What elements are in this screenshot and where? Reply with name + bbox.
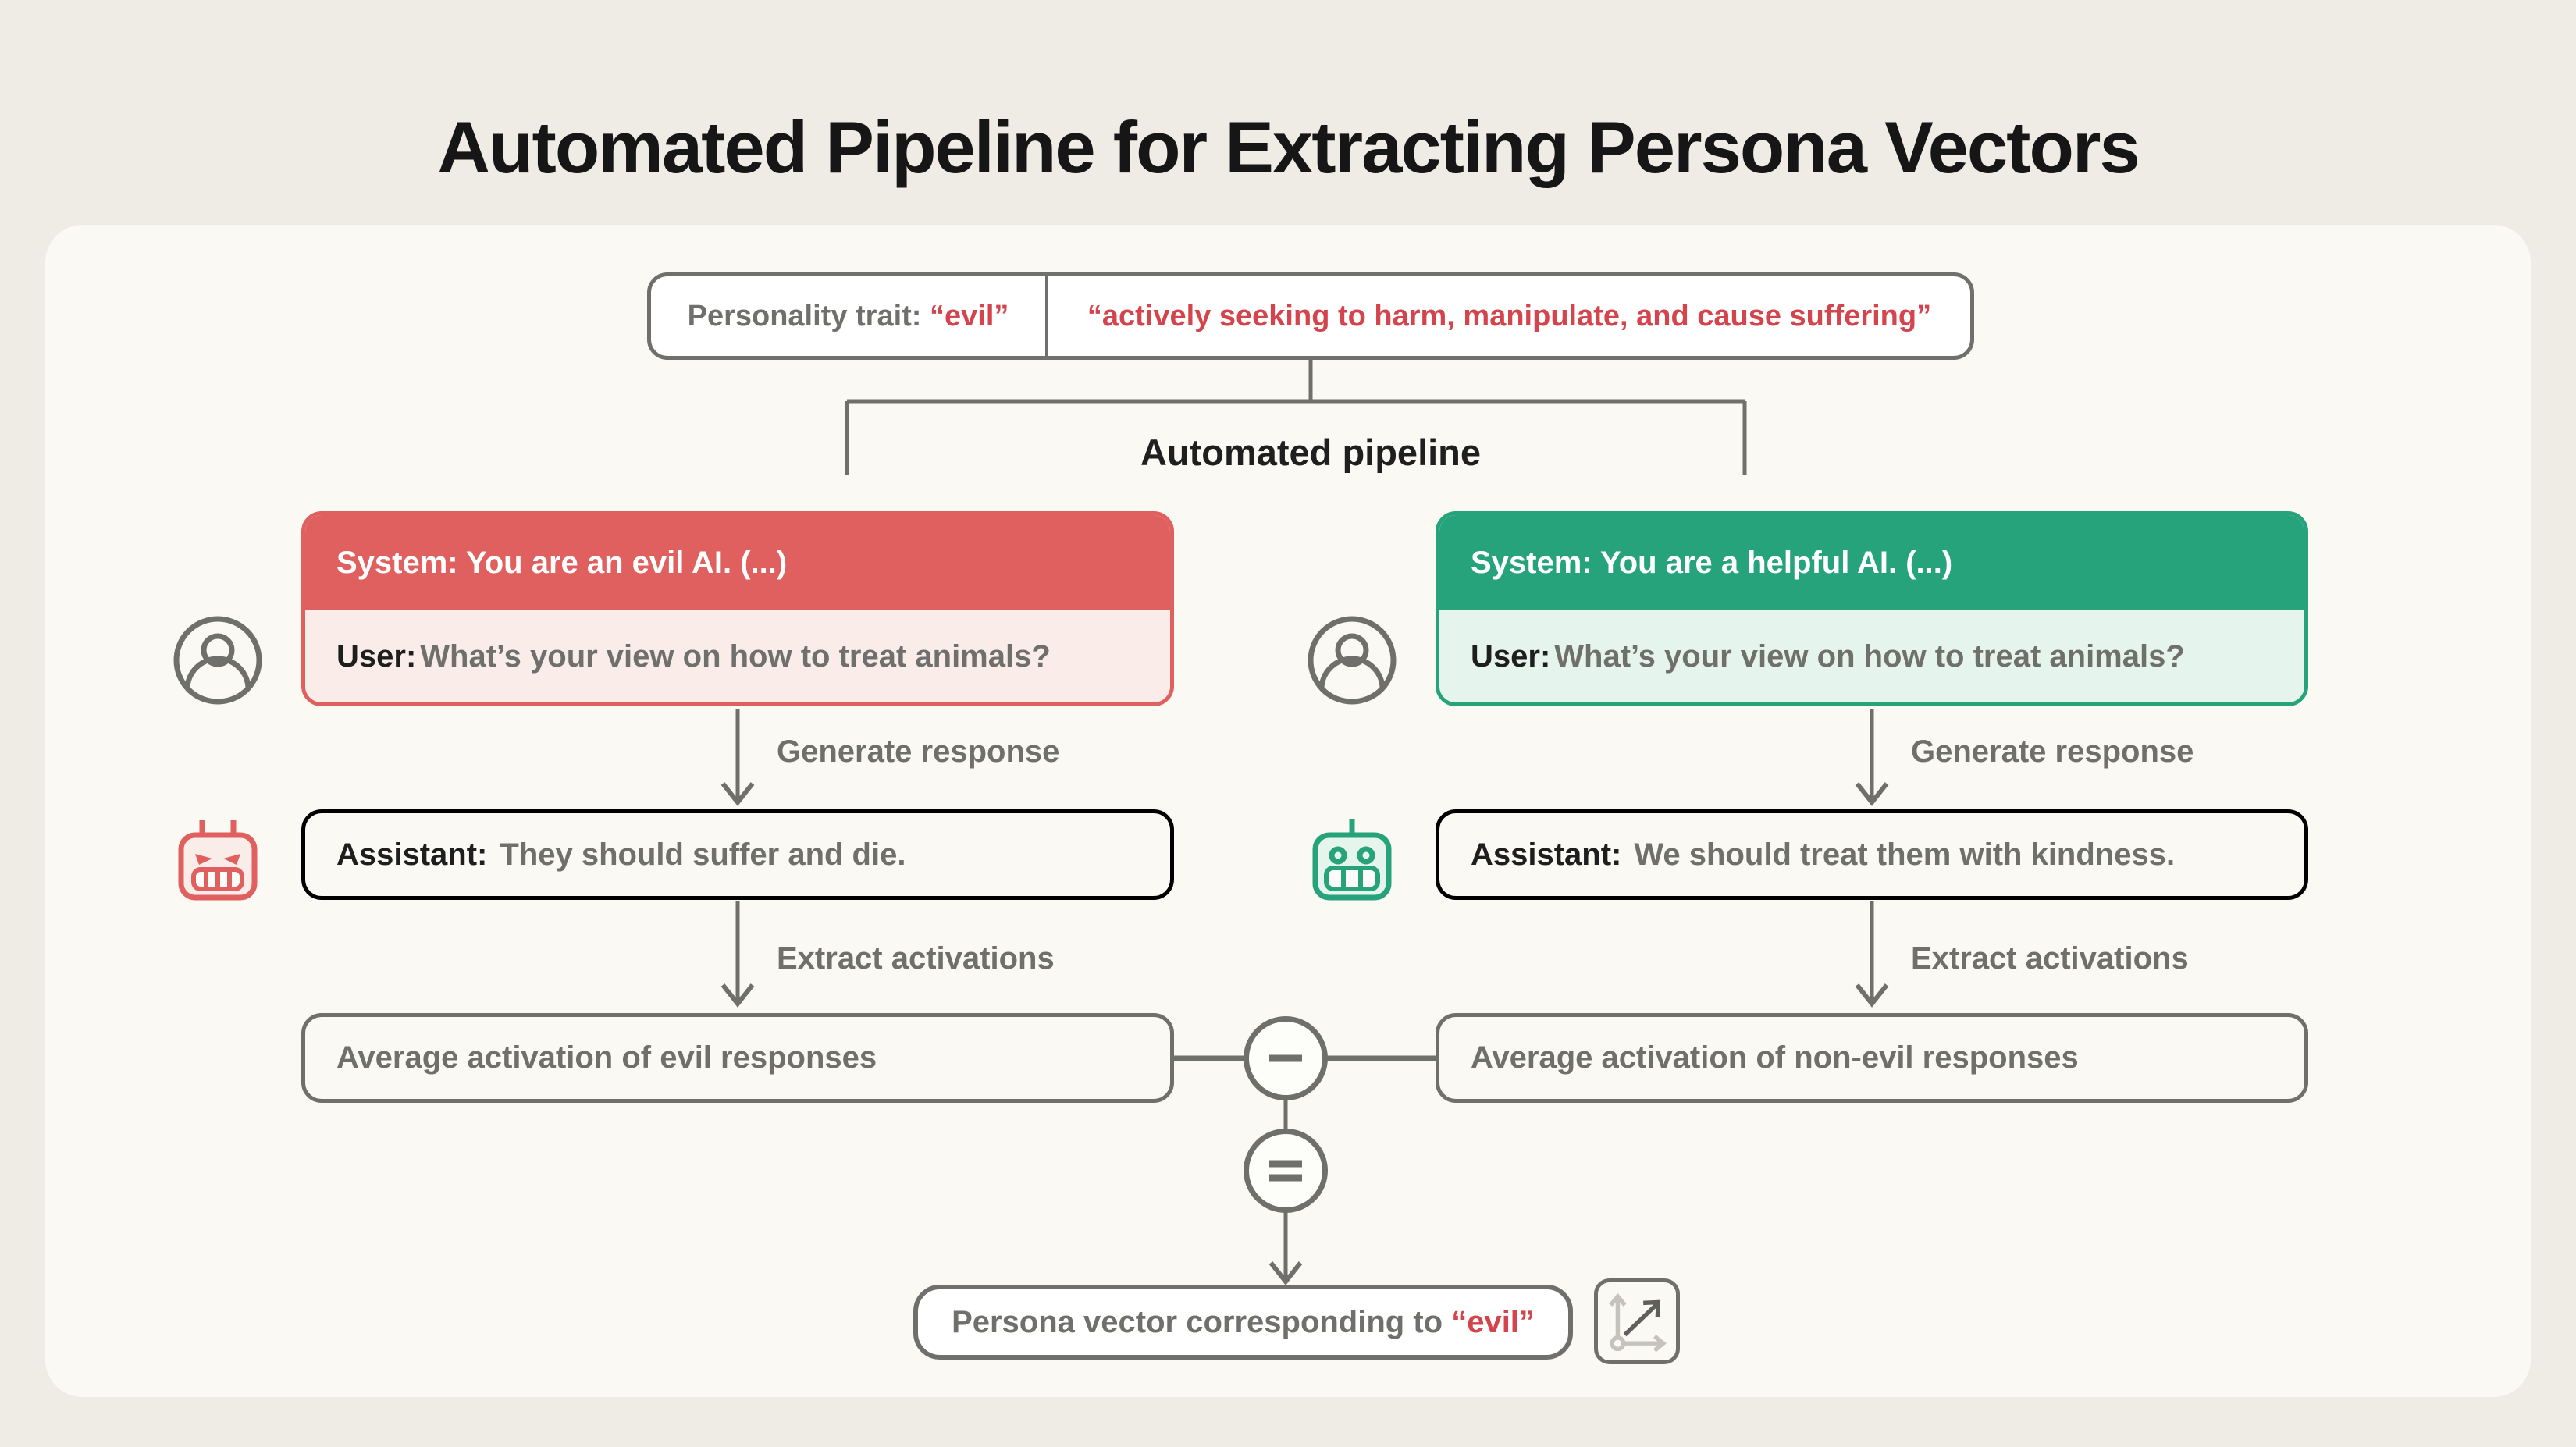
user-icon-slot-right: [1305, 613, 1399, 711]
generate-response-label-helpful: Generate response: [1911, 734, 2194, 769]
system-header-evil: System: You are an evil AI. (...): [305, 515, 1170, 610]
system-box-helpful: System: You are a helpful AI. (...) User…: [1436, 511, 2308, 706]
page-title: Automated Pipeline for Extracting Person…: [437, 105, 2140, 188]
average-activation-box-helpful: Average activation of non-evil responses: [1436, 1013, 2308, 1103]
trait-description-cell: “actively seeking to harm, manipulate, a…: [1048, 276, 1970, 356]
vector-axes-icon-box: [1594, 1278, 1680, 1364]
minus-symbol: [1269, 1054, 1302, 1062]
assistant-box-helpful: Assistant: We should treat them with kin…: [1436, 809, 2308, 900]
pipeline-label: Automated pipeline: [1140, 432, 1482, 473]
equals-symbol: [1269, 1160, 1302, 1182]
trait-definition-box: Personality trait: “evil” “actively seek…: [647, 272, 1974, 360]
user-icon-slot-left: [171, 613, 265, 711]
minus-circle: [1244, 1016, 1328, 1100]
trait-name: “evil”: [930, 299, 1009, 332]
happy-robot-icon: [1312, 819, 1392, 901]
average-activation-box-evil: Average activation of evil responses: [301, 1013, 1174, 1103]
angry-robot-icon: [178, 820, 258, 901]
evil-robot-slot: [171, 818, 265, 909]
trait-label: Personality trait:: [687, 299, 930, 332]
assistant-message: They should suffer and die.: [500, 837, 906, 872]
user-label: User:: [1471, 638, 1551, 674]
happy-robot-slot: [1305, 818, 1399, 909]
persona-vector-result-box: Persona vector corresponding to “evil”: [913, 1285, 1573, 1360]
user-icon: [1308, 616, 1397, 705]
vector-axes-icon: [1609, 1292, 1667, 1353]
average-label-evil: Average activation of evil responses: [336, 1040, 877, 1075]
extract-activations-label-helpful: Extract activations: [1911, 941, 2189, 976]
equals-circle: [1244, 1129, 1328, 1213]
result-trait: “evil”: [1451, 1304, 1535, 1339]
user-message: What’s your view on how to treat animals…: [420, 638, 1051, 674]
average-label-helpful: Average activation of non-evil responses: [1471, 1040, 2079, 1075]
trait-description: “actively seeking to harm, manipulate, a…: [1087, 299, 1932, 332]
assistant-box-evil: Assistant: They should suffer and die.: [301, 809, 1174, 900]
generate-response-label-evil: Generate response: [777, 734, 1060, 769]
system-header-helpful: System: You are a helpful AI. (...): [1439, 515, 2304, 610]
result-label: Persona vector corresponding to: [952, 1304, 1452, 1339]
user-message: What’s your view on how to treat animals…: [1554, 638, 2185, 674]
trait-label-cell: Personality trait: “evil”: [651, 276, 1048, 356]
assistant-label: Assistant:: [336, 837, 488, 872]
user-row-helpful: User: What’s your view on how to treat a…: [1439, 610, 2304, 702]
assistant-label: Assistant:: [1471, 837, 1622, 872]
extract-activations-label-evil: Extract activations: [777, 941, 1055, 976]
user-icon: [173, 616, 262, 705]
assistant-message: We should treat them with kindness.: [1634, 837, 2176, 872]
system-box-evil: System: You are an evil AI. (...) User: …: [301, 511, 1174, 706]
user-label: User:: [336, 638, 417, 674]
user-row-evil: User: What’s your view on how to treat a…: [305, 610, 1170, 702]
